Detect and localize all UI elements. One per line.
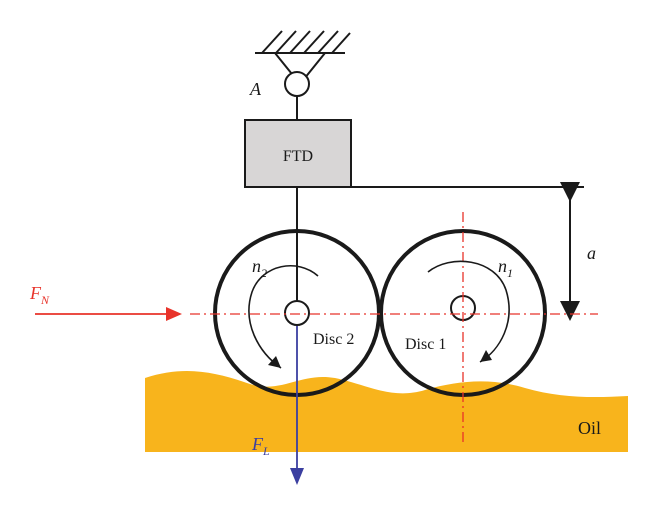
ftd-label: FTD bbox=[283, 148, 313, 165]
rotation-arrow-disc2 bbox=[248, 264, 319, 369]
oil-bath bbox=[145, 371, 628, 452]
rotation-arrow-disc2-head bbox=[268, 356, 281, 368]
ftd-box bbox=[244, 119, 352, 188]
dimension-a-label: a bbox=[587, 243, 596, 263]
disc1-label: Disc 1 bbox=[405, 336, 446, 353]
normal-force-label: FN bbox=[29, 283, 50, 307]
pivot-label: A bbox=[249, 79, 262, 99]
rotation-arrow-disc1-head bbox=[480, 350, 492, 362]
normal-force-arrowhead bbox=[166, 307, 182, 321]
speed-disc2-label: n2 bbox=[252, 256, 267, 280]
pivot-circle bbox=[284, 71, 310, 97]
disc2-label: Disc 2 bbox=[313, 331, 354, 348]
speed-disc1-label: n1 bbox=[498, 256, 513, 280]
centerlines bbox=[190, 212, 598, 442]
ground-support bbox=[255, 30, 351, 86]
load-force-arrowhead bbox=[290, 468, 304, 485]
rotation-arrow-disc1 bbox=[427, 260, 510, 363]
disc-2-hub bbox=[284, 300, 310, 326]
load-force-label: FL bbox=[251, 434, 270, 458]
oil-label: Oil bbox=[578, 418, 601, 438]
